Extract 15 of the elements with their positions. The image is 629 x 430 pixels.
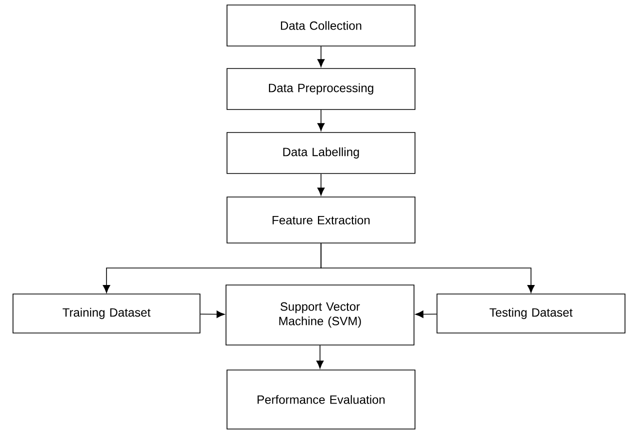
- process-box: Data Preprocessing: [226, 68, 416, 110]
- arrow: [317, 46, 325, 68]
- arrow: [317, 110, 325, 132]
- arrow: [200, 310, 225, 318]
- arrow: [320, 242, 535, 293]
- process-box: Data Labelling: [226, 132, 416, 174]
- arrow: [415, 310, 437, 318]
- process-box: Testing Dataset: [436, 294, 626, 334]
- arrow: [317, 173, 325, 196]
- process-box: Support Vector Machine (SVM): [226, 284, 414, 346]
- process-box: Training Dataset: [12, 294, 200, 334]
- process-box: Feature Extraction: [226, 196, 416, 244]
- process-box: Performance Evaluation: [226, 370, 416, 430]
- arrow: [316, 344, 324, 369]
- process-box: Data Collection: [226, 4, 416, 46]
